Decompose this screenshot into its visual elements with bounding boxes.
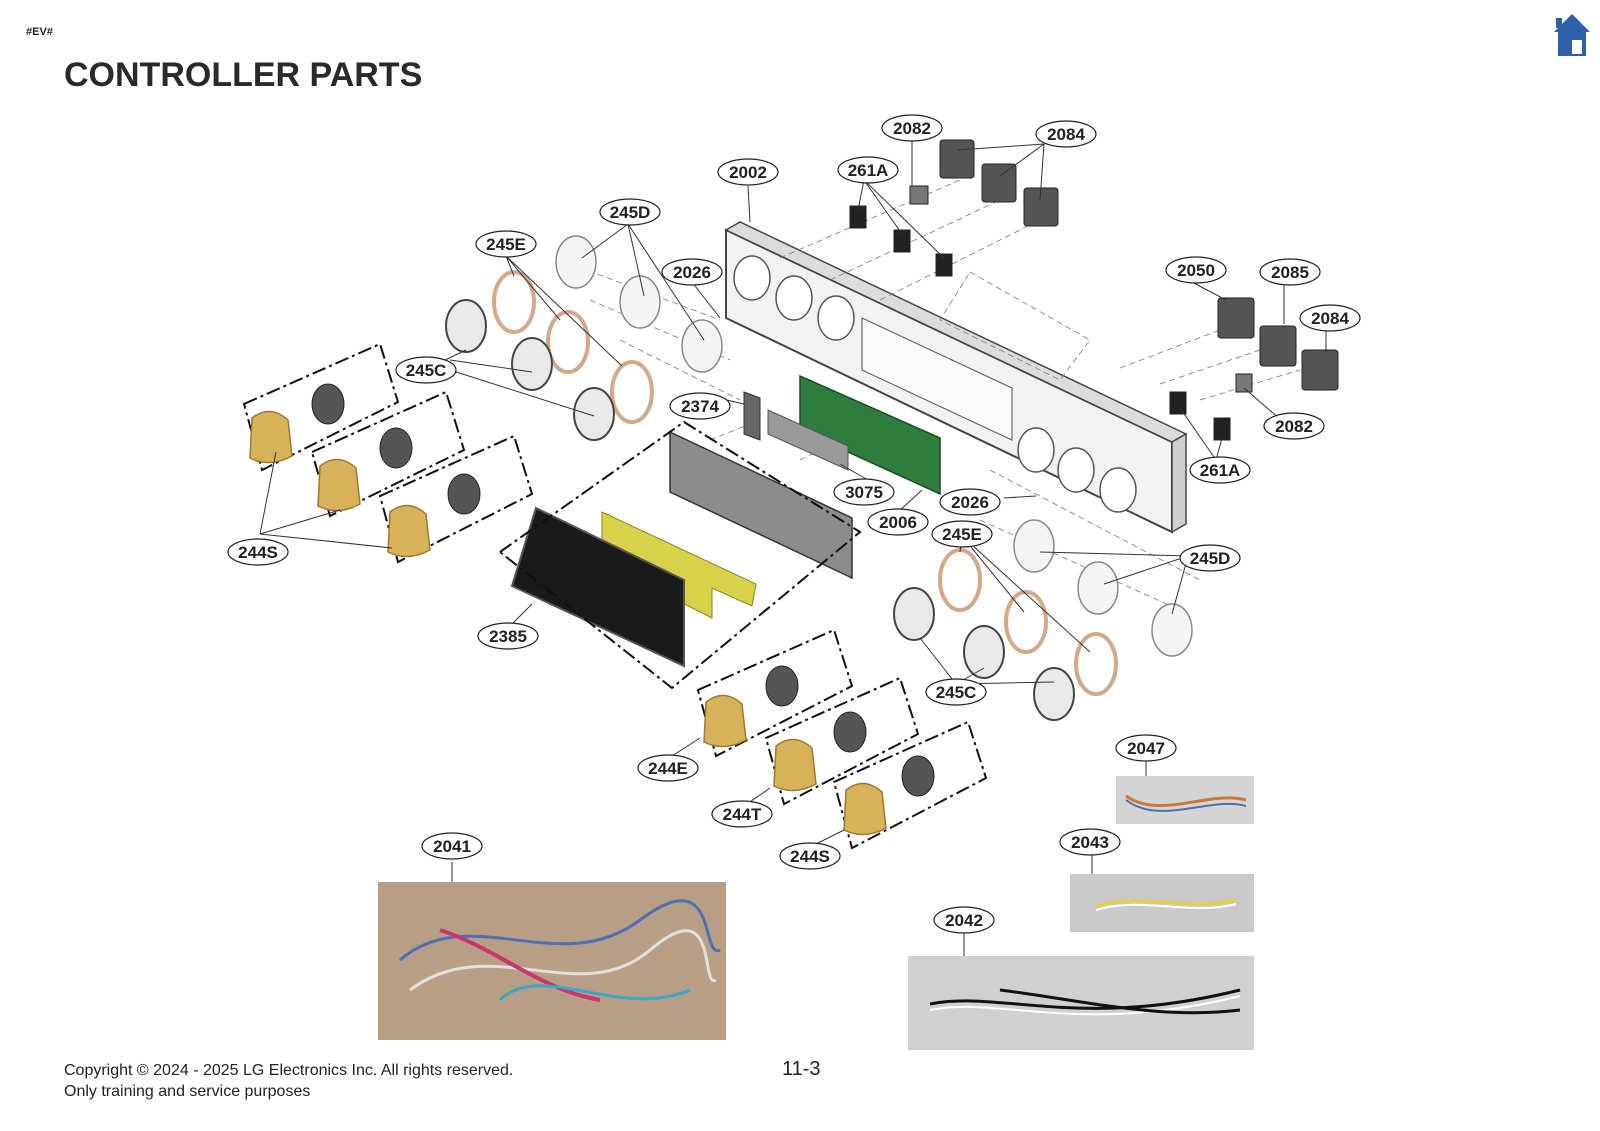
callout-2041: 2041 [421, 832, 483, 860]
callout-2043: 2043 [1059, 828, 1121, 856]
callout-2082-right: 2082 [1263, 412, 1325, 440]
callout-244E: 244E [637, 754, 699, 782]
callout-245D-right: 245D [1179, 544, 1241, 572]
svg-text:2085: 2085 [1271, 263, 1309, 282]
svg-text:2050: 2050 [1177, 261, 1215, 280]
harness-photo-2042 [908, 956, 1254, 1050]
callout-2374: 2374 [669, 392, 731, 420]
callout-244S-left: 244S [227, 538, 289, 566]
page-title: CONTROLLER PARTS [64, 56, 423, 94]
knob-group [249, 410, 887, 836]
svg-text:2084: 2084 [1047, 125, 1085, 144]
usage-note: Only training and service purposes [64, 1083, 311, 1100]
svg-text:2374: 2374 [681, 397, 719, 416]
callout-2047: 2047 [1115, 734, 1177, 762]
callout-261A-top: 261A [837, 156, 899, 184]
svg-text:244T: 244T [723, 805, 762, 824]
svg-text:3075: 3075 [845, 483, 883, 502]
rotary-switch-group-right [1169, 297, 1339, 441]
callout-labels: 2082 2084 261A 2002 245D 245E 2026 2050 … [227, 114, 1361, 934]
callout-2002: 2002 [717, 158, 779, 186]
callout-leaders [259, 140, 1327, 956]
knob-bezels-left [445, 235, 723, 441]
callout-2085: 2085 [1259, 258, 1321, 286]
callout-3075: 3075 [833, 478, 895, 506]
callout-245C-right: 245C [925, 678, 987, 706]
callout-245E-top: 245E [475, 230, 537, 258]
knob-bases [311, 383, 935, 797]
callout-2026-top: 2026 [661, 258, 723, 286]
svg-text:245E: 245E [942, 525, 982, 544]
harness-photo-2047 [1116, 776, 1254, 824]
svg-text:2002: 2002 [729, 163, 767, 182]
svg-text:245E: 245E [486, 235, 526, 254]
svg-text:2084: 2084 [1311, 309, 1349, 328]
callout-2084-right: 2084 [1299, 304, 1361, 332]
display-glass [510, 506, 685, 668]
svg-text:2026: 2026 [951, 493, 989, 512]
svg-text:2047: 2047 [1127, 739, 1165, 758]
sensor-bracket [743, 391, 761, 441]
callout-2385: 2385 [477, 622, 539, 650]
callout-261A-right: 261A [1189, 456, 1251, 484]
pcb-cover [767, 409, 849, 471]
svg-text:2043: 2043 [1071, 833, 1109, 852]
document-tag: #EV# [26, 26, 53, 38]
svg-text:245C: 245C [936, 683, 977, 702]
svg-text:244E: 244E [648, 759, 688, 778]
svg-text:2041: 2041 [433, 837, 471, 856]
svg-text:245D: 245D [1190, 549, 1231, 568]
callout-244T: 244T [711, 800, 773, 828]
callout-245C-left: 245C [395, 356, 457, 384]
callout-2082-top: 2082 [881, 114, 943, 142]
svg-text:261A: 261A [848, 161, 889, 180]
svg-text:2082: 2082 [893, 119, 931, 138]
footer: Copyright © 2024 - 2025 LG Electronics I… [64, 1060, 513, 1102]
control-pcb [799, 374, 941, 496]
callout-245E-right: 245E [931, 520, 993, 548]
svg-text:261A: 261A [1200, 461, 1241, 480]
svg-text:244S: 244S [790, 847, 830, 866]
svg-text:2385: 2385 [489, 627, 527, 646]
svg-text:245C: 245C [406, 361, 447, 380]
svg-text:2042: 2042 [945, 911, 983, 930]
svg-text:2082: 2082 [1275, 417, 1313, 436]
copyright-text: Copyright © 2024 - 2025 LG Electronics I… [64, 1062, 514, 1079]
callout-244S-right: 244S [779, 842, 841, 870]
callout-2006: 2006 [867, 508, 929, 536]
callout-245D-top: 245D [599, 198, 661, 226]
callout-2050: 2050 [1165, 256, 1227, 284]
harness-photo-2043 [1070, 874, 1254, 932]
callout-2026-right: 2026 [939, 488, 1001, 516]
svg-text:2026: 2026 [673, 263, 711, 282]
page-number: 11-3 [782, 1058, 821, 1080]
svg-text:244S: 244S [238, 543, 278, 562]
home-icon[interactable] [1552, 12, 1592, 58]
callout-2042: 2042 [933, 906, 995, 934]
svg-text:245D: 245D [610, 203, 651, 222]
knob-bezels-right [893, 519, 1193, 721]
callout-2084-top: 2084 [1035, 120, 1097, 148]
svg-text:2006: 2006 [879, 513, 917, 532]
harness-photo-2041 [378, 882, 726, 1040]
control-panel-frame [724, 221, 1188, 534]
